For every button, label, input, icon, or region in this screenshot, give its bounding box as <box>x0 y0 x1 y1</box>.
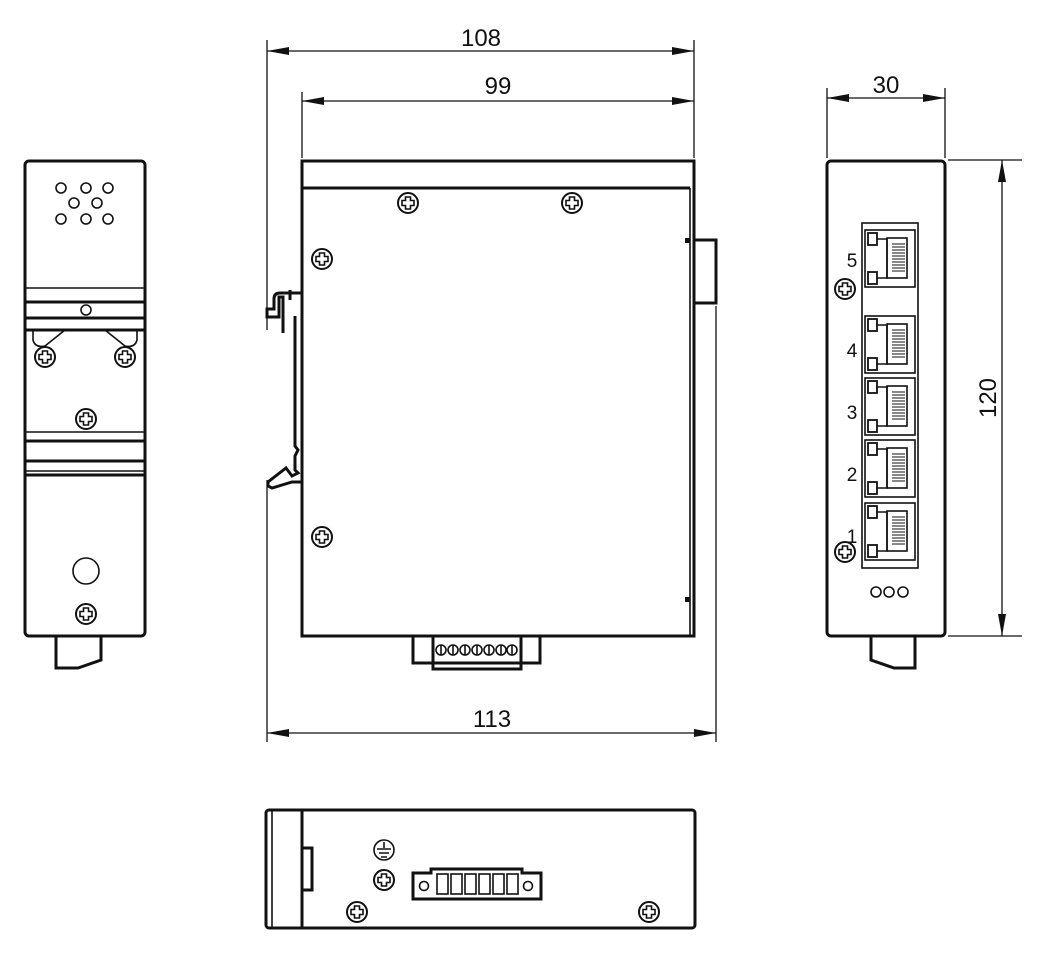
screw-icon <box>834 278 856 300</box>
dimension-label: 108 <box>461 25 501 52</box>
screw-icon <box>561 192 583 214</box>
dimension-label: 30 <box>873 72 900 99</box>
dimension-30: 30 <box>826 72 946 158</box>
bottom-view <box>264 808 697 930</box>
dimension-label: 113 <box>473 706 511 733</box>
rj45-port-5[interactable] <box>864 229 916 288</box>
bottom-tab <box>54 636 103 670</box>
port-label: 4 <box>847 341 858 362</box>
dimension-113: 113 <box>266 306 717 742</box>
screw-icon <box>114 346 136 368</box>
status-leds <box>870 586 909 598</box>
screw-icon <box>397 192 419 214</box>
rear-housing <box>23 159 147 638</box>
dimension-108: 108 <box>266 25 695 330</box>
rear-view <box>23 159 147 670</box>
vent-holes <box>55 182 114 225</box>
side-housing <box>300 159 696 638</box>
dimension-99: 99 <box>301 73 694 158</box>
terminal-block-bottom <box>411 867 543 901</box>
rj45-port-3[interactable] <box>864 377 916 436</box>
rear-bracket <box>692 238 718 305</box>
rj45-port-1[interactable] <box>864 502 916 561</box>
port-label: 1 <box>847 527 858 548</box>
dimension-label: 120 <box>975 378 1002 418</box>
screw-icon <box>373 869 395 891</box>
screw-icon <box>346 901 368 923</box>
screw-icon <box>834 541 856 563</box>
ground-icon <box>373 839 395 861</box>
front-housing <box>825 159 947 638</box>
screw-icon <box>638 901 660 923</box>
rj45-port-4[interactable] <box>864 315 916 374</box>
port-panel <box>861 222 919 569</box>
din-clip <box>265 290 302 490</box>
led-hole <box>72 557 100 585</box>
din-rail-bands <box>25 287 145 477</box>
side-view <box>265 159 718 671</box>
screw-icon <box>311 248 333 270</box>
port-label: 5 <box>847 251 858 272</box>
screw-icon <box>311 526 333 548</box>
port-label: 2 <box>847 465 858 486</box>
front-panel-view: 5 4 3 2 1 <box>825 159 947 670</box>
screw-icon <box>34 346 56 368</box>
dimension-120: 120 <box>948 159 1022 637</box>
port-label: 3 <box>847 403 858 424</box>
rj45-port-2[interactable] <box>864 439 916 498</box>
bottom-housing <box>264 808 697 930</box>
bottom-tab <box>869 636 917 670</box>
screw-icon <box>75 408 97 430</box>
terminal-block-side <box>411 634 542 671</box>
dimension-label: 99 <box>485 73 512 100</box>
screw-icon <box>75 603 97 625</box>
